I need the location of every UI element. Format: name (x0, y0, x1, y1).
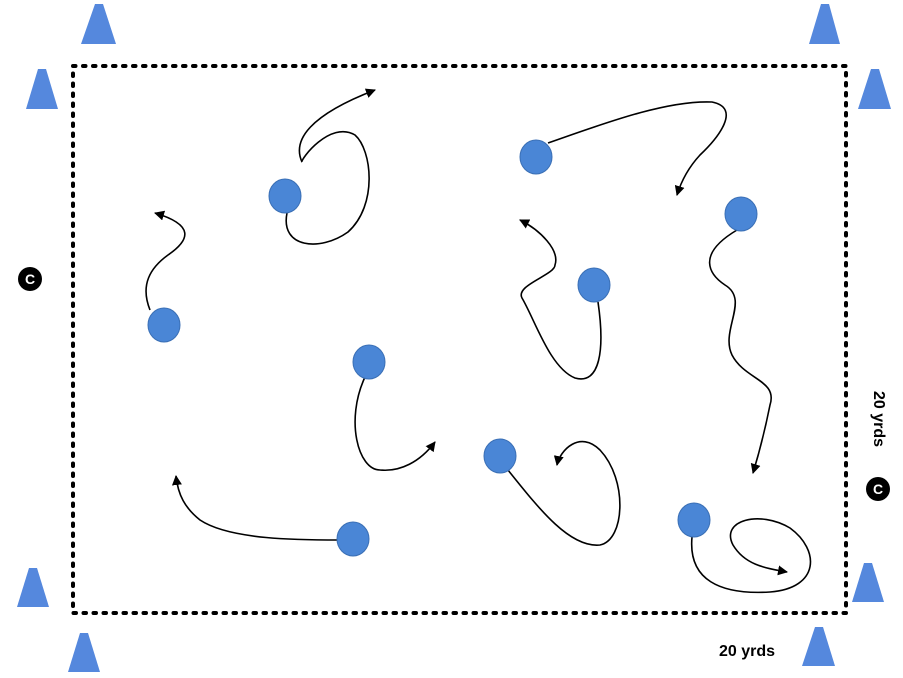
player-icon (724, 196, 758, 232)
player-icon (147, 307, 181, 343)
coach-left: C (18, 267, 42, 291)
width-label: 20 yrds (719, 643, 775, 660)
coach-icon (18, 267, 42, 291)
cone-icon (852, 563, 884, 602)
player-icon (483, 438, 517, 474)
coach-right: C (866, 477, 890, 501)
coach-letter: C (25, 271, 35, 287)
cone-icon (81, 4, 116, 44)
player-icon (577, 267, 611, 303)
cone-icon (858, 69, 891, 109)
movement-path (519, 219, 602, 380)
movement-path (171, 475, 340, 541)
cone-icon (17, 568, 49, 607)
cone-icon (809, 4, 840, 44)
player-icon (677, 502, 711, 538)
movement-path (547, 101, 727, 196)
coach-letter: C (873, 481, 883, 497)
coach-icon (866, 477, 890, 501)
movement-path (690, 518, 812, 594)
height-label: 20 yrds (870, 391, 887, 447)
player-icon (352, 344, 386, 380)
movement-path (285, 88, 376, 245)
player-icon (519, 139, 553, 175)
cone-icon (26, 69, 58, 109)
player-icon (336, 521, 370, 557)
cone-icon (802, 627, 835, 666)
movement-path (145, 210, 186, 311)
cone-icon (68, 633, 100, 672)
field-boundary (71, 64, 848, 615)
movement-paths (145, 88, 812, 594)
movement-path (708, 229, 773, 474)
movement-path (507, 440, 621, 546)
cones (17, 4, 891, 672)
player-icon (268, 178, 302, 214)
movement-path (354, 376, 436, 472)
players (147, 139, 758, 557)
